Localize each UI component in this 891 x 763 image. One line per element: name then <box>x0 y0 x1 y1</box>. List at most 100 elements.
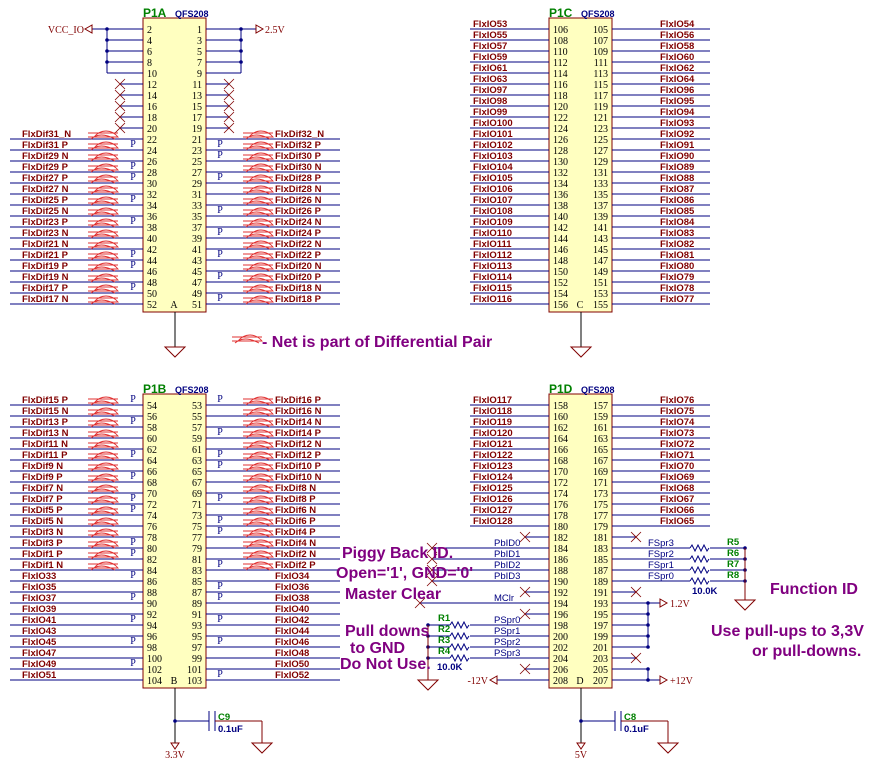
pin-number: 188 <box>553 566 568 577</box>
differential-pair-icon <box>88 517 119 527</box>
net-label: FlxIO62 <box>660 63 694 74</box>
connector-p1d <box>548 393 613 689</box>
pin-number: 196 <box>553 610 568 621</box>
differential-pair-icon <box>243 561 274 571</box>
signal-label: FSpr0 <box>648 571 674 582</box>
net-label: FlxIO122 <box>473 450 513 461</box>
pin-number: 100 <box>147 654 162 665</box>
signal-label: PbID2 <box>494 560 520 571</box>
differential-pair-icon <box>243 418 274 428</box>
p-marker: P <box>130 636 136 647</box>
pin-number: 120 <box>553 102 568 113</box>
pin-number: 205 <box>593 665 608 676</box>
p-marker: P <box>130 592 136 603</box>
pin-number: 180 <box>553 522 568 533</box>
power-label: 2.5V <box>265 25 286 36</box>
net-label: FlxIO46 <box>275 637 309 648</box>
differential-pair-icon <box>243 528 274 538</box>
pin-number: 16 <box>147 102 157 113</box>
net-label: FlxDif18 P <box>275 294 322 305</box>
net-label: FlxDif30 N <box>275 162 322 173</box>
pin-number: 147 <box>593 256 608 267</box>
net-label: FlxIO110 <box>473 228 512 239</box>
pin-number: 179 <box>593 522 608 533</box>
ground-icon <box>733 599 757 611</box>
no-connect-icon <box>519 608 531 620</box>
legend-text: - Net is part of Differential Pair <box>262 334 492 351</box>
capacitor-ref: C8 <box>624 712 636 723</box>
signal-label: PbID3 <box>494 571 520 582</box>
pin-number: 80 <box>147 544 157 555</box>
pin-number: 183 <box>593 544 608 555</box>
net-label: FlxIO106 <box>473 184 513 195</box>
net-label: FlxDif31_N <box>22 129 71 140</box>
power-label: -12V <box>467 676 488 687</box>
differential-pair-icon <box>88 473 119 483</box>
resistor-ref: R5 <box>727 537 740 548</box>
net-label: FlxDif10 P <box>275 461 322 472</box>
annotation-func: Function ID <box>770 581 858 598</box>
net-label: FlxIO120 <box>473 428 513 439</box>
net-label: FlxDif7 N <box>22 483 63 494</box>
pin-number: 159 <box>593 412 608 423</box>
no-connect-icon <box>223 89 235 101</box>
pin-number: 22 <box>147 135 157 146</box>
differential-pair-icon <box>243 484 274 494</box>
differential-pair-icon <box>243 207 274 217</box>
no-connect-icon <box>114 78 126 90</box>
differential-pair-icon <box>88 429 119 439</box>
differential-pair-icon <box>88 484 119 494</box>
connector-p1b <box>142 393 207 689</box>
pin-number: 128 <box>553 146 568 157</box>
pin-number: 42 <box>147 245 157 256</box>
pin-number: 193 <box>593 599 608 610</box>
pin-number: 208 <box>553 676 568 687</box>
net-label: FlxIO72 <box>660 439 694 450</box>
net-label: FlxDif22 P <box>275 250 322 261</box>
pin-number: 117 <box>593 91 608 102</box>
pin-number: 176 <box>553 500 568 511</box>
pin-number: 14 <box>147 91 157 102</box>
ground-icon <box>250 742 274 754</box>
p-marker: P <box>217 515 223 526</box>
pin-number: 178 <box>553 511 568 522</box>
pin-number: 45 <box>192 267 202 278</box>
net-label: FlxIO58 <box>660 41 694 52</box>
pin-number: 131 <box>593 168 608 179</box>
net-label: FlxIO47 <box>22 648 56 659</box>
pin-number: 142 <box>553 223 568 234</box>
differential-pair-icon <box>243 407 274 417</box>
net-label: FlxIO35 <box>22 582 57 593</box>
pin-number: 112 <box>553 58 568 69</box>
pin-number: 86 <box>147 577 157 588</box>
no-connect-icon <box>426 564 438 576</box>
signal-label: FSpr2 <box>648 549 674 560</box>
chip-title: P1A <box>143 6 167 20</box>
net-label: FlxIO73 <box>660 428 694 439</box>
differential-pair-icon <box>243 141 274 151</box>
power-arrow-icon <box>659 598 669 608</box>
differential-pair-icon <box>88 407 119 417</box>
net-label: FlxDif13 P <box>22 417 69 428</box>
pin-number: 144 <box>553 234 568 245</box>
pin-number: 95 <box>192 632 202 643</box>
pin-number: 7 <box>197 58 202 69</box>
net-label: FlxDif6 P <box>275 516 316 527</box>
net-label: FlxIO41 <box>22 615 57 626</box>
no-connect-icon <box>114 122 126 134</box>
net-label: FlxDif17 N <box>22 294 69 305</box>
differential-pair-icon <box>243 539 274 549</box>
pin-number: 90 <box>147 599 157 610</box>
net-label: FlxIO87 <box>660 184 694 195</box>
p-marker: P <box>130 282 136 293</box>
net-label: FlxIO92 <box>660 129 694 140</box>
signal-label: FSpr1 <box>648 560 674 571</box>
net-label: FlxIO40 <box>275 604 309 615</box>
unit-label: C <box>577 300 584 311</box>
p-marker: P <box>130 570 136 581</box>
differential-pair-icon <box>243 284 274 294</box>
no-connect-icon <box>519 531 531 543</box>
net-label: FlxDif21 N <box>22 239 69 250</box>
no-connect-icon <box>114 89 126 101</box>
pin-number: 173 <box>593 489 608 500</box>
